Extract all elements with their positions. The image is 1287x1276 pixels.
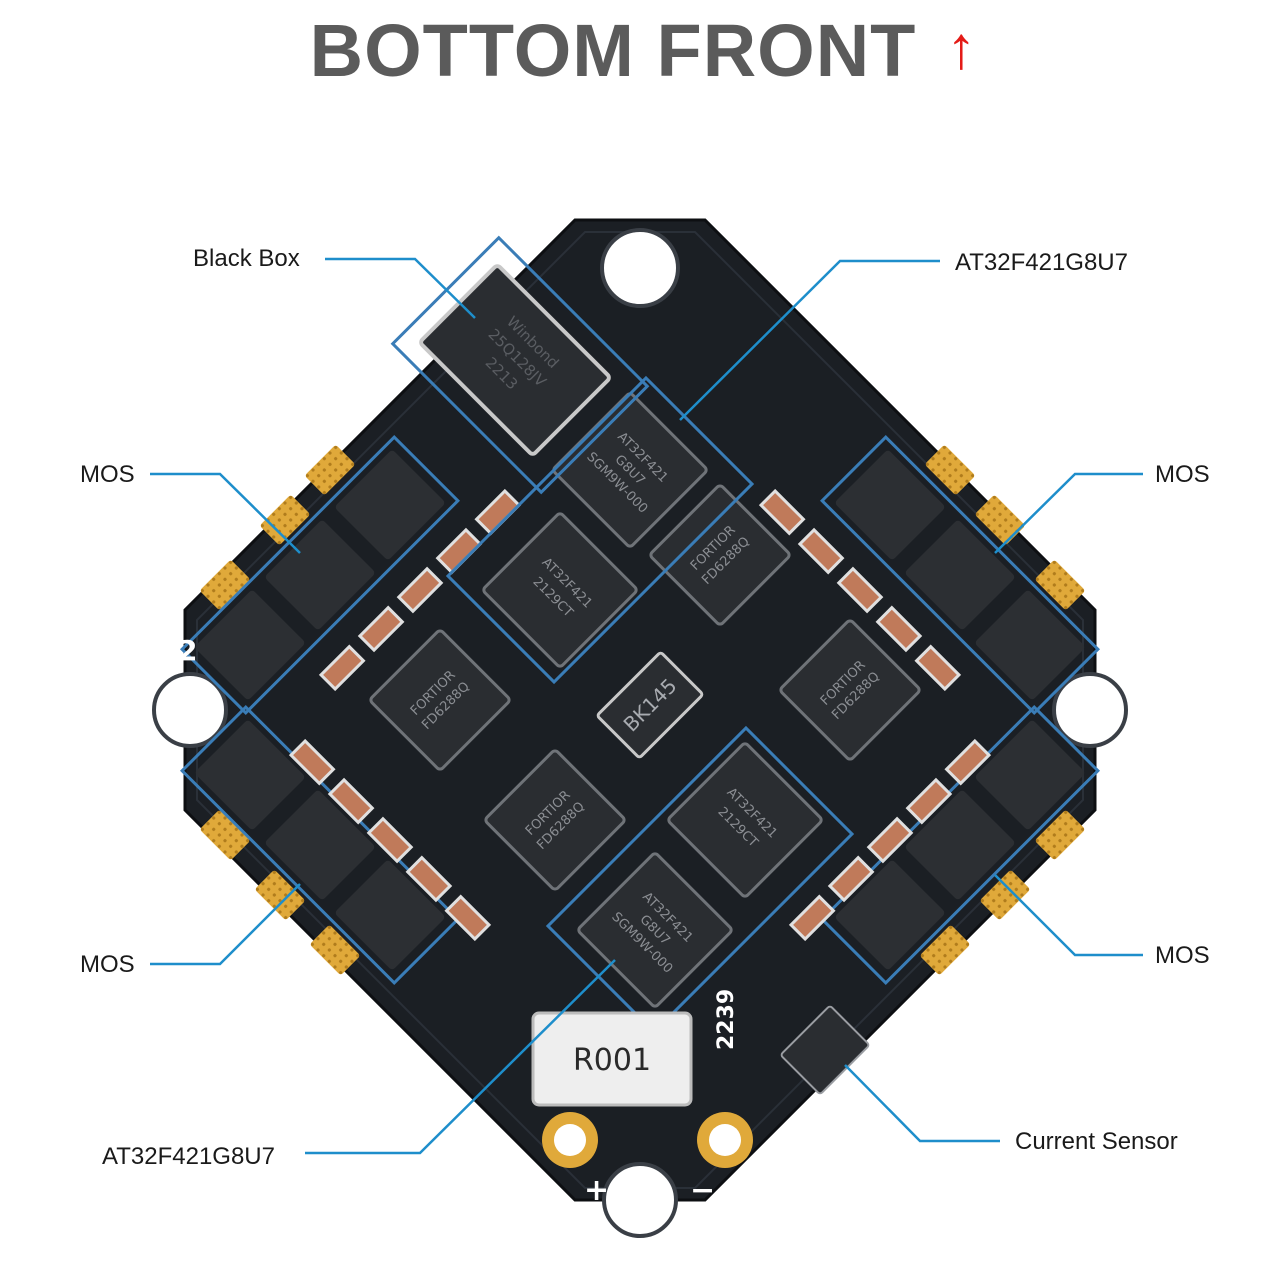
- voltage-regulator: BK145: [596, 651, 704, 759]
- mosfet-group-right-top: [819, 434, 1101, 716]
- callout-mcu-bottom: AT32F421G8U7: [102, 1143, 275, 1170]
- callout-mos-right-top: MOS: [1155, 461, 1210, 488]
- mcu-outline-bottom: [545, 725, 855, 1035]
- shunt-marking: R001: [573, 1043, 651, 1078]
- current-sensor-chip: [780, 1005, 870, 1095]
- capacitor-rows: [288, 488, 992, 942]
- pad-number-1: 1: [165, 779, 184, 812]
- power-minus-label: −: [690, 1173, 715, 1208]
- power-pads: [542, 1112, 753, 1168]
- title-text: BOTTOM FRONT: [309, 9, 917, 92]
- callout-mcu-top: AT32F421G8U7: [955, 249, 1128, 276]
- mcu-outline-top: [445, 375, 755, 685]
- callout-mos-left-top: MOS: [80, 461, 135, 488]
- date-code: 2239: [714, 989, 739, 1050]
- flash-chip: Winbond 25Q128JV 2213: [419, 264, 611, 456]
- power-plus-label: +: [584, 1173, 609, 1208]
- callout-mos-right-bottom: MOS: [1155, 942, 1210, 969]
- leader-lines: [150, 257, 1143, 1155]
- callout-current-sensor: Current Sensor: [1015, 1128, 1178, 1155]
- mosfet-group-right-bottom: [819, 704, 1101, 986]
- callout-mos-left-bottom: MOS: [80, 951, 135, 978]
- mounting-holes: [152, 228, 1128, 1238]
- pad-number-4: 4: [1103, 637, 1122, 670]
- up-arrow-icon: ↑: [946, 14, 978, 81]
- mosfet-group-left-top: [179, 434, 461, 716]
- callout-black-box: Black Box: [193, 245, 300, 272]
- shunt-resistor: R001: [531, 1011, 693, 1107]
- mcu-chip-right: AT32F421 2129CT: [667, 742, 823, 898]
- mcu-chip-left: AT32F421 2129CT: [482, 512, 638, 668]
- pad-number-3: 3: [1108, 761, 1127, 794]
- mcu-chip-bottom: AT32F421 G8U7 SGM9W-000: [577, 852, 733, 1008]
- gate-driver-chips: FORTIOR FD6288Q FORTIOR FD6288Q FORTIOR …: [369, 484, 921, 891]
- page-title: BOTTOM FRONT ↑: [0, 8, 1287, 93]
- pad-number-2: 2: [178, 634, 197, 667]
- motor-pads: [200, 445, 1085, 975]
